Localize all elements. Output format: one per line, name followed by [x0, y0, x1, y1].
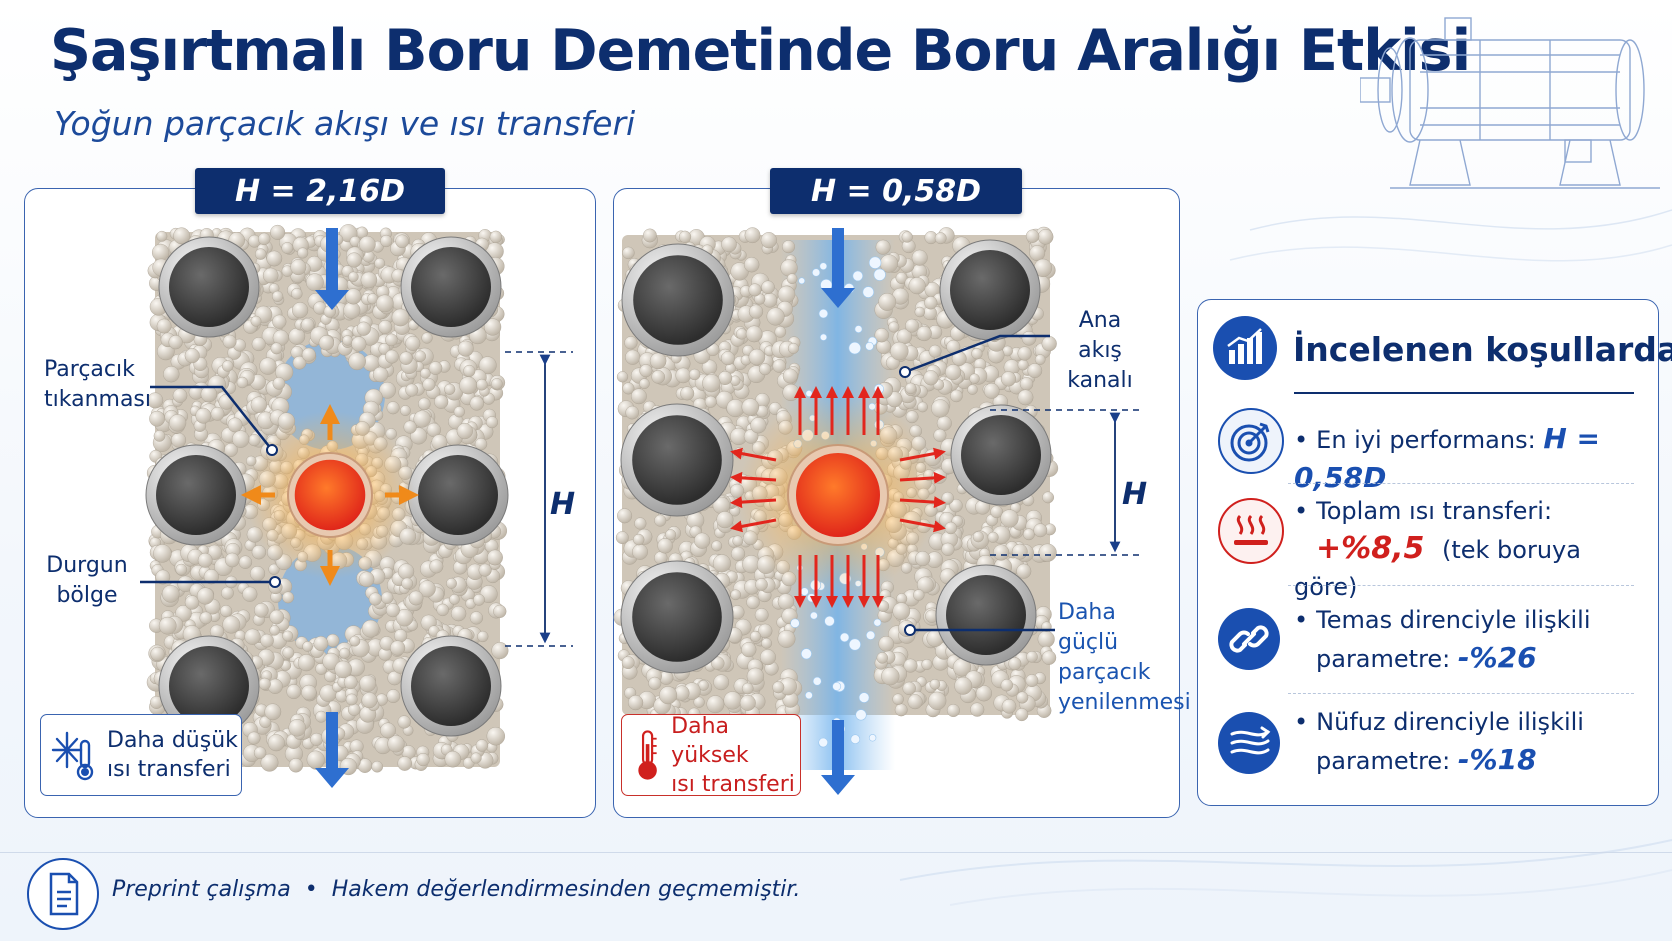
summary-separator	[1288, 693, 1634, 694]
summary-heading-rule	[1294, 392, 1634, 394]
label-wide-spacing: H = 2,16D	[195, 168, 445, 214]
footer-divider	[0, 852, 1672, 853]
dimension-h-wide: H	[550, 487, 576, 522]
badge-lower-heat-transfer: Daha düşük ısı transferi	[40, 714, 242, 796]
label-narrow-spacing: H = 0,58D	[770, 168, 1022, 214]
target-icon	[1218, 408, 1284, 474]
thermometer-icon	[638, 730, 657, 780]
badge-higher-heat-transfer: Daha yüksek ısı transferi	[621, 714, 801, 797]
heat-exchanger-sketch-icon	[1360, 17, 1660, 189]
footer-note: Preprint çalışma•Hakem değerlendirmesind…	[112, 877, 801, 902]
summary-panel: İncelenen koşullarda: •En iyi performans…	[1197, 299, 1672, 806]
annotation-stagnant-zone: Durgun bölge	[46, 553, 128, 608]
summary-item-total-heat-transfer: •Toplam ısı transferi: +%8,5 (tek boruya…	[1294, 497, 1581, 601]
annotation-particle-renewal: Daha güçlü parçacık yenilenmesi	[1058, 600, 1191, 715]
document-icon	[27, 858, 99, 930]
flow-icon	[1218, 712, 1280, 774]
page-subtitle: Yoğun parçacık akışı ve ısı transferi	[54, 104, 636, 143]
dimension-h-narrow: H	[1122, 477, 1148, 512]
page-title: Şaşırtmalı Boru Demetinde Boru Aralığı E…	[50, 18, 1471, 84]
snowflake-thermometer-icon	[51, 731, 94, 781]
heat-icon	[1218, 498, 1284, 564]
summary-separator	[1288, 483, 1634, 484]
annotation-main-flow-channel: Ana akış kanalı	[1067, 308, 1133, 393]
bar-chart-icon	[1213, 316, 1277, 380]
link-icon	[1218, 608, 1280, 670]
summary-item-penetration-resistance: •Nüfuz direnciyle ilişkili parametre: -%…	[1294, 708, 1584, 776]
annotation-particle-clog: Parçacık tıkanması	[44, 357, 152, 412]
summary-heading: İncelenen koşullarda:	[1293, 330, 1672, 369]
summary-item-contact-resistance: •Temas direnciyle ilişkili parametre: -%…	[1294, 606, 1591, 674]
summary-separator	[1288, 585, 1634, 586]
summary-item-best-performance: •En iyi performans: H = 0,58D	[1294, 422, 1600, 494]
